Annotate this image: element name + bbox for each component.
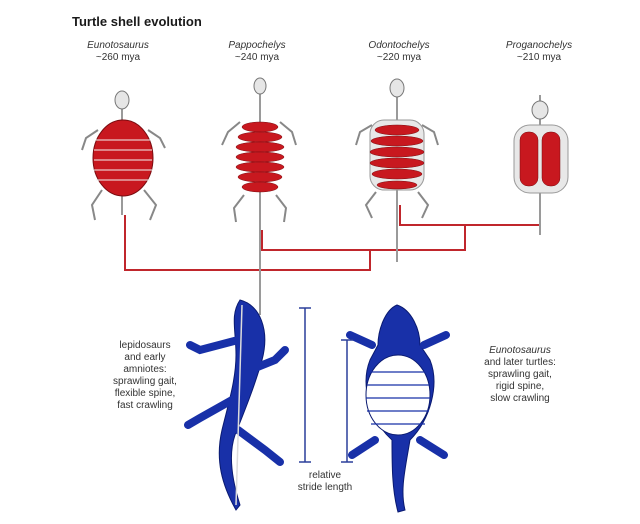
species-name: Proganochelys (505, 40, 573, 51)
species-age: ~220 mya (376, 52, 422, 63)
species-label-eunotosaurus: Eunotosaurus ~260 mya (53, 40, 183, 64)
stride-bar-turtle (341, 339, 353, 463)
caption-line: sprawling gait, (113, 376, 177, 387)
caption-line: rigid spine, (495, 381, 545, 392)
species-age: ~260 mya (95, 52, 141, 63)
right-caption: Eunotosaurus and later turtles: sprawlin… (470, 345, 570, 405)
species-age: ~240 mya (234, 52, 280, 63)
stride-length-label: relative stride length (285, 470, 365, 494)
stride-label-line: stride length (297, 482, 353, 493)
eunotosaurus-skeleton (81, 90, 166, 221)
species-label-proganochelys: Proganochelys ~210 mya (474, 40, 604, 64)
stride-label-line: relative (308, 470, 342, 481)
species-label-odontochelys: Odontochelys ~220 mya (334, 40, 464, 64)
species-name: Eunotosaurus (87, 40, 149, 51)
caption-line: flexible spine, (114, 388, 176, 399)
species-label-pappochelys: Pappochelys ~240 mya (192, 40, 322, 64)
phylogeny-tree (124, 205, 541, 271)
species-name: Odontochelys (368, 40, 430, 51)
caption-line: fast crawling (117, 400, 173, 411)
caption-line: sprawling gait, (488, 369, 552, 380)
odontochelys-skeleton (355, 78, 439, 262)
lizard-body-figure (184, 299, 289, 511)
proganochelys-skeleton (513, 95, 569, 235)
tree-branch (124, 215, 371, 271)
pappochelys-skeleton (221, 77, 297, 315)
species-age: ~210 mya (516, 52, 562, 63)
left-caption: lepidosaurs and early amniotes: sprawlin… (100, 340, 190, 412)
stride-bar-lizard (299, 307, 311, 463)
caption-line: slow crawling (490, 393, 550, 404)
caption-line: lepidosaurs (119, 340, 171, 351)
caption-line: amniotes: (123, 364, 167, 375)
tree-branch (261, 225, 466, 251)
species-name: Pappochelys (228, 40, 286, 51)
caption-line: and early (124, 352, 166, 363)
figure-title: Turtle shell evolution (72, 14, 202, 29)
caption-species-name: Eunotosaurus (489, 345, 551, 356)
caption-line: and later turtles: (484, 357, 556, 368)
tree-branch (399, 205, 541, 226)
eunotosaurus-body-figure (346, 304, 450, 513)
